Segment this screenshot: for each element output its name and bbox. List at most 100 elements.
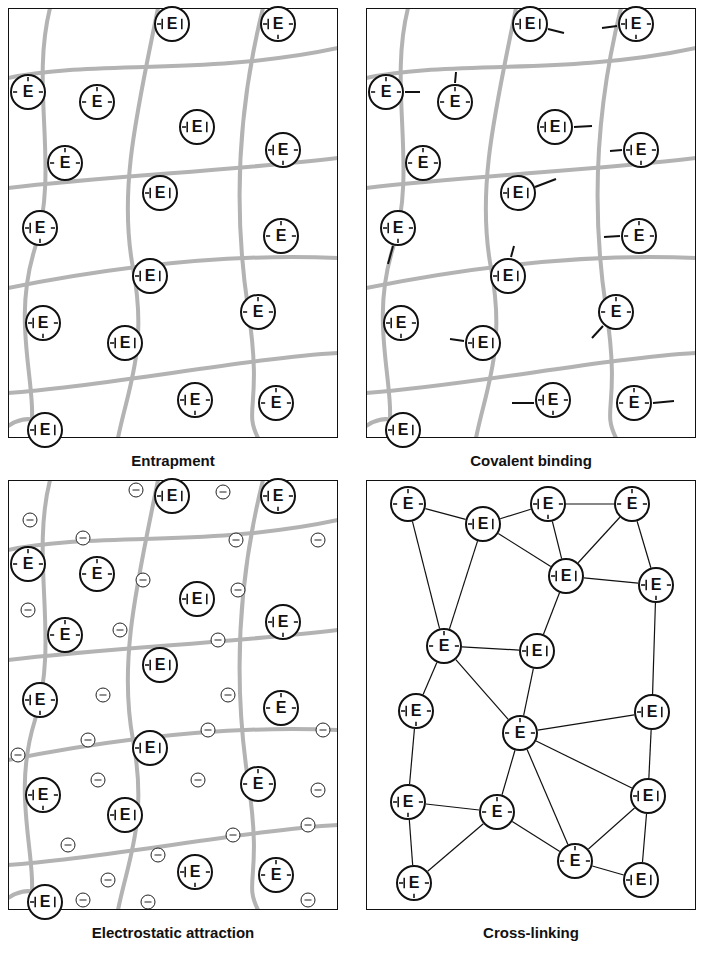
enzyme-circle: E bbox=[240, 294, 276, 330]
enzyme-label: E bbox=[155, 657, 166, 673]
enzyme-circle: E bbox=[132, 258, 168, 294]
enzyme-label: E bbox=[253, 304, 264, 320]
enzyme-label: E bbox=[40, 422, 51, 438]
enzyme-label: E bbox=[636, 872, 647, 888]
enzyme-label: E bbox=[532, 643, 543, 659]
enzyme-label: E bbox=[525, 16, 536, 32]
enzyme-circle: E bbox=[621, 218, 657, 254]
enzyme-label: E bbox=[478, 516, 489, 532]
enzyme-label: E bbox=[276, 228, 287, 244]
enzyme-circle: E bbox=[390, 784, 426, 820]
enzyme-circle: E bbox=[22, 210, 58, 246]
enzyme-circle: E bbox=[79, 84, 115, 120]
enzyme-label: E bbox=[155, 185, 166, 201]
enzyme-label: E bbox=[167, 16, 178, 32]
enzyme-circle: E bbox=[616, 385, 652, 421]
enzyme-circle: E bbox=[437, 84, 473, 120]
enzyme-circle: E bbox=[623, 132, 659, 168]
cross-link bbox=[456, 660, 508, 720]
enzyme-label: E bbox=[492, 804, 503, 820]
enzyme-circle: E bbox=[142, 175, 178, 211]
enzyme-label: E bbox=[393, 220, 404, 236]
enzyme-label: E bbox=[611, 304, 622, 320]
enzyme-label: E bbox=[40, 894, 51, 910]
method-panel: Electrostatic attractionEEEEEEEEEEEEEEEE… bbox=[8, 480, 338, 910]
panel-caption: Electrostatic attraction bbox=[8, 924, 338, 942]
enzyme-circle: E bbox=[263, 218, 299, 254]
enzyme-label: E bbox=[398, 422, 409, 438]
cross-link bbox=[592, 866, 623, 875]
enzyme-label: E bbox=[192, 591, 203, 607]
enzyme-circle: E bbox=[107, 325, 143, 361]
enzyme-circle: E bbox=[618, 6, 654, 42]
enzyme-label: E bbox=[651, 577, 662, 593]
enzyme-circle: E bbox=[177, 854, 213, 890]
enzyme-label: E bbox=[92, 94, 103, 110]
enzyme-circle: E bbox=[260, 6, 296, 42]
enzyme-label: E bbox=[92, 566, 103, 582]
enzyme-label: E bbox=[634, 228, 645, 244]
enzyme-label: E bbox=[478, 335, 489, 351]
cross-link bbox=[637, 521, 651, 567]
enzyme-label: E bbox=[190, 864, 201, 880]
enzyme-circle: E bbox=[27, 884, 63, 920]
enzyme-label: E bbox=[145, 268, 156, 284]
cross-link bbox=[500, 509, 531, 518]
cross-link bbox=[538, 715, 634, 730]
enzyme-circle: E bbox=[426, 628, 462, 664]
enzyme-label: E bbox=[411, 703, 422, 719]
enzyme-label: E bbox=[570, 853, 581, 869]
enzyme-circle: E bbox=[385, 412, 421, 448]
enzyme-label: E bbox=[60, 155, 71, 171]
enzyme-label: E bbox=[548, 392, 559, 408]
enzyme-label: E bbox=[550, 119, 561, 135]
enzyme-circle: E bbox=[47, 145, 83, 181]
cross-link bbox=[588, 808, 634, 849]
enzyme-circle: E bbox=[383, 305, 419, 341]
enzyme-circle: E bbox=[512, 6, 548, 42]
panel-label: Electrostatic attraction bbox=[92, 924, 255, 941]
enzyme-circle: E bbox=[634, 694, 670, 730]
enzyme-circle: E bbox=[638, 567, 674, 603]
enzyme-circle: E bbox=[107, 797, 143, 833]
cross-link bbox=[524, 669, 534, 716]
enzyme-circle: E bbox=[530, 486, 566, 522]
enzyme-label: E bbox=[627, 496, 638, 512]
enzyme-label: E bbox=[409, 875, 420, 891]
enzyme-label: E bbox=[631, 16, 642, 32]
enzyme-label: E bbox=[418, 155, 429, 171]
enzyme-label: E bbox=[23, 556, 34, 572]
enzyme-label: E bbox=[543, 496, 554, 512]
enzyme-circle: E bbox=[535, 382, 571, 418]
enzyme-circle: E bbox=[405, 145, 441, 181]
cross-link bbox=[552, 521, 561, 558]
cross-link bbox=[536, 741, 632, 788]
negative-charges bbox=[11, 483, 330, 909]
enzyme-label: E bbox=[38, 787, 49, 803]
enzyme-circle: E bbox=[265, 604, 301, 640]
enzyme-circle: E bbox=[27, 412, 63, 448]
enzyme-circle: E bbox=[479, 794, 515, 830]
enzyme-circle: E bbox=[22, 682, 58, 718]
cross-link bbox=[642, 814, 646, 862]
cross-link bbox=[578, 517, 620, 562]
enzyme-label: E bbox=[276, 700, 287, 716]
enzyme-label: E bbox=[60, 627, 71, 643]
enzyme-circle: E bbox=[177, 382, 213, 418]
enzyme-label: E bbox=[561, 568, 572, 584]
enzyme-circle: E bbox=[598, 294, 634, 330]
enzyme-label: E bbox=[35, 220, 46, 236]
panel-label: Covalent binding bbox=[470, 452, 592, 469]
enzyme-circle: E bbox=[614, 486, 650, 522]
enzyme-label: E bbox=[38, 315, 49, 331]
enzyme-label: E bbox=[23, 84, 34, 100]
panel-caption: Entrapment bbox=[8, 452, 338, 470]
cross-link bbox=[425, 509, 465, 520]
cross-link bbox=[653, 603, 656, 694]
enzyme-label: E bbox=[273, 16, 284, 32]
cross-link bbox=[428, 824, 484, 872]
enzyme-label: E bbox=[120, 335, 131, 351]
